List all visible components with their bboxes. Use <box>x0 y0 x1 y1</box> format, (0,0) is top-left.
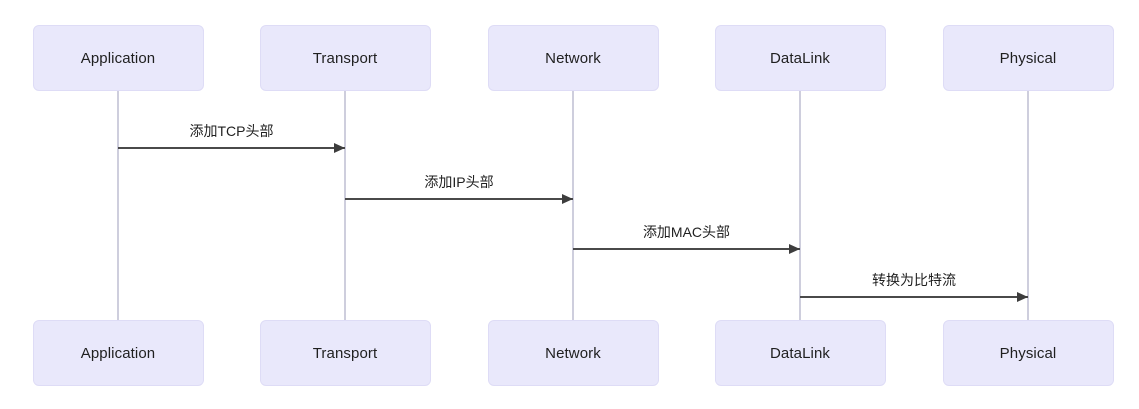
participant-box-datalink-header[interactable]: DataLink <box>714 25 886 91</box>
participant-label-datalink: DataLink <box>769 344 830 362</box>
participant-label-network: Network <box>545 344 601 362</box>
lifeline-physical <box>1027 91 1029 320</box>
participant-box-application-header[interactable]: Application <box>32 25 204 91</box>
lifeline-network <box>572 91 574 320</box>
participant-box-application-footer[interactable]: Application <box>32 320 204 386</box>
participant-label-physical: Physical <box>999 344 1057 362</box>
lifeline-datalink <box>799 91 801 320</box>
lifeline-transport <box>344 91 346 320</box>
message-line <box>118 147 345 149</box>
message-line <box>800 296 1028 298</box>
lifeline-application <box>117 91 119 320</box>
arrowhead-icon <box>334 143 345 153</box>
message-label: 转换为比特流 <box>872 272 956 289</box>
participant-label-transport: Transport <box>312 49 378 67</box>
message-label: 添加IP头部 <box>424 174 494 191</box>
participant-box-datalink-footer[interactable]: DataLink <box>714 320 886 386</box>
message-line <box>573 248 800 250</box>
arrowhead-icon <box>1017 292 1028 302</box>
participant-box-network-header[interactable]: Network <box>487 25 659 91</box>
participant-label-network: Network <box>545 49 601 67</box>
message-label: 添加MAC头部 <box>642 224 731 241</box>
participant-box-transport-footer[interactable]: Transport <box>259 320 431 386</box>
participant-box-network-footer[interactable]: Network <box>487 320 659 386</box>
participant-label-transport: Transport <box>312 344 378 362</box>
participant-box-transport-header[interactable]: Transport <box>259 25 431 91</box>
participant-box-physical-footer[interactable]: Physical <box>942 320 1114 386</box>
arrowhead-icon <box>789 244 800 254</box>
participant-label-application: Application <box>80 49 156 67</box>
participant-label-physical: Physical <box>999 49 1057 67</box>
message-line <box>345 198 573 200</box>
participant-box-physical-header[interactable]: Physical <box>942 25 1114 91</box>
participant-label-datalink: DataLink <box>769 49 830 67</box>
arrowhead-icon <box>562 194 573 204</box>
participant-label-application: Application <box>80 344 156 362</box>
message-label: 添加TCP头部 <box>189 123 274 140</box>
